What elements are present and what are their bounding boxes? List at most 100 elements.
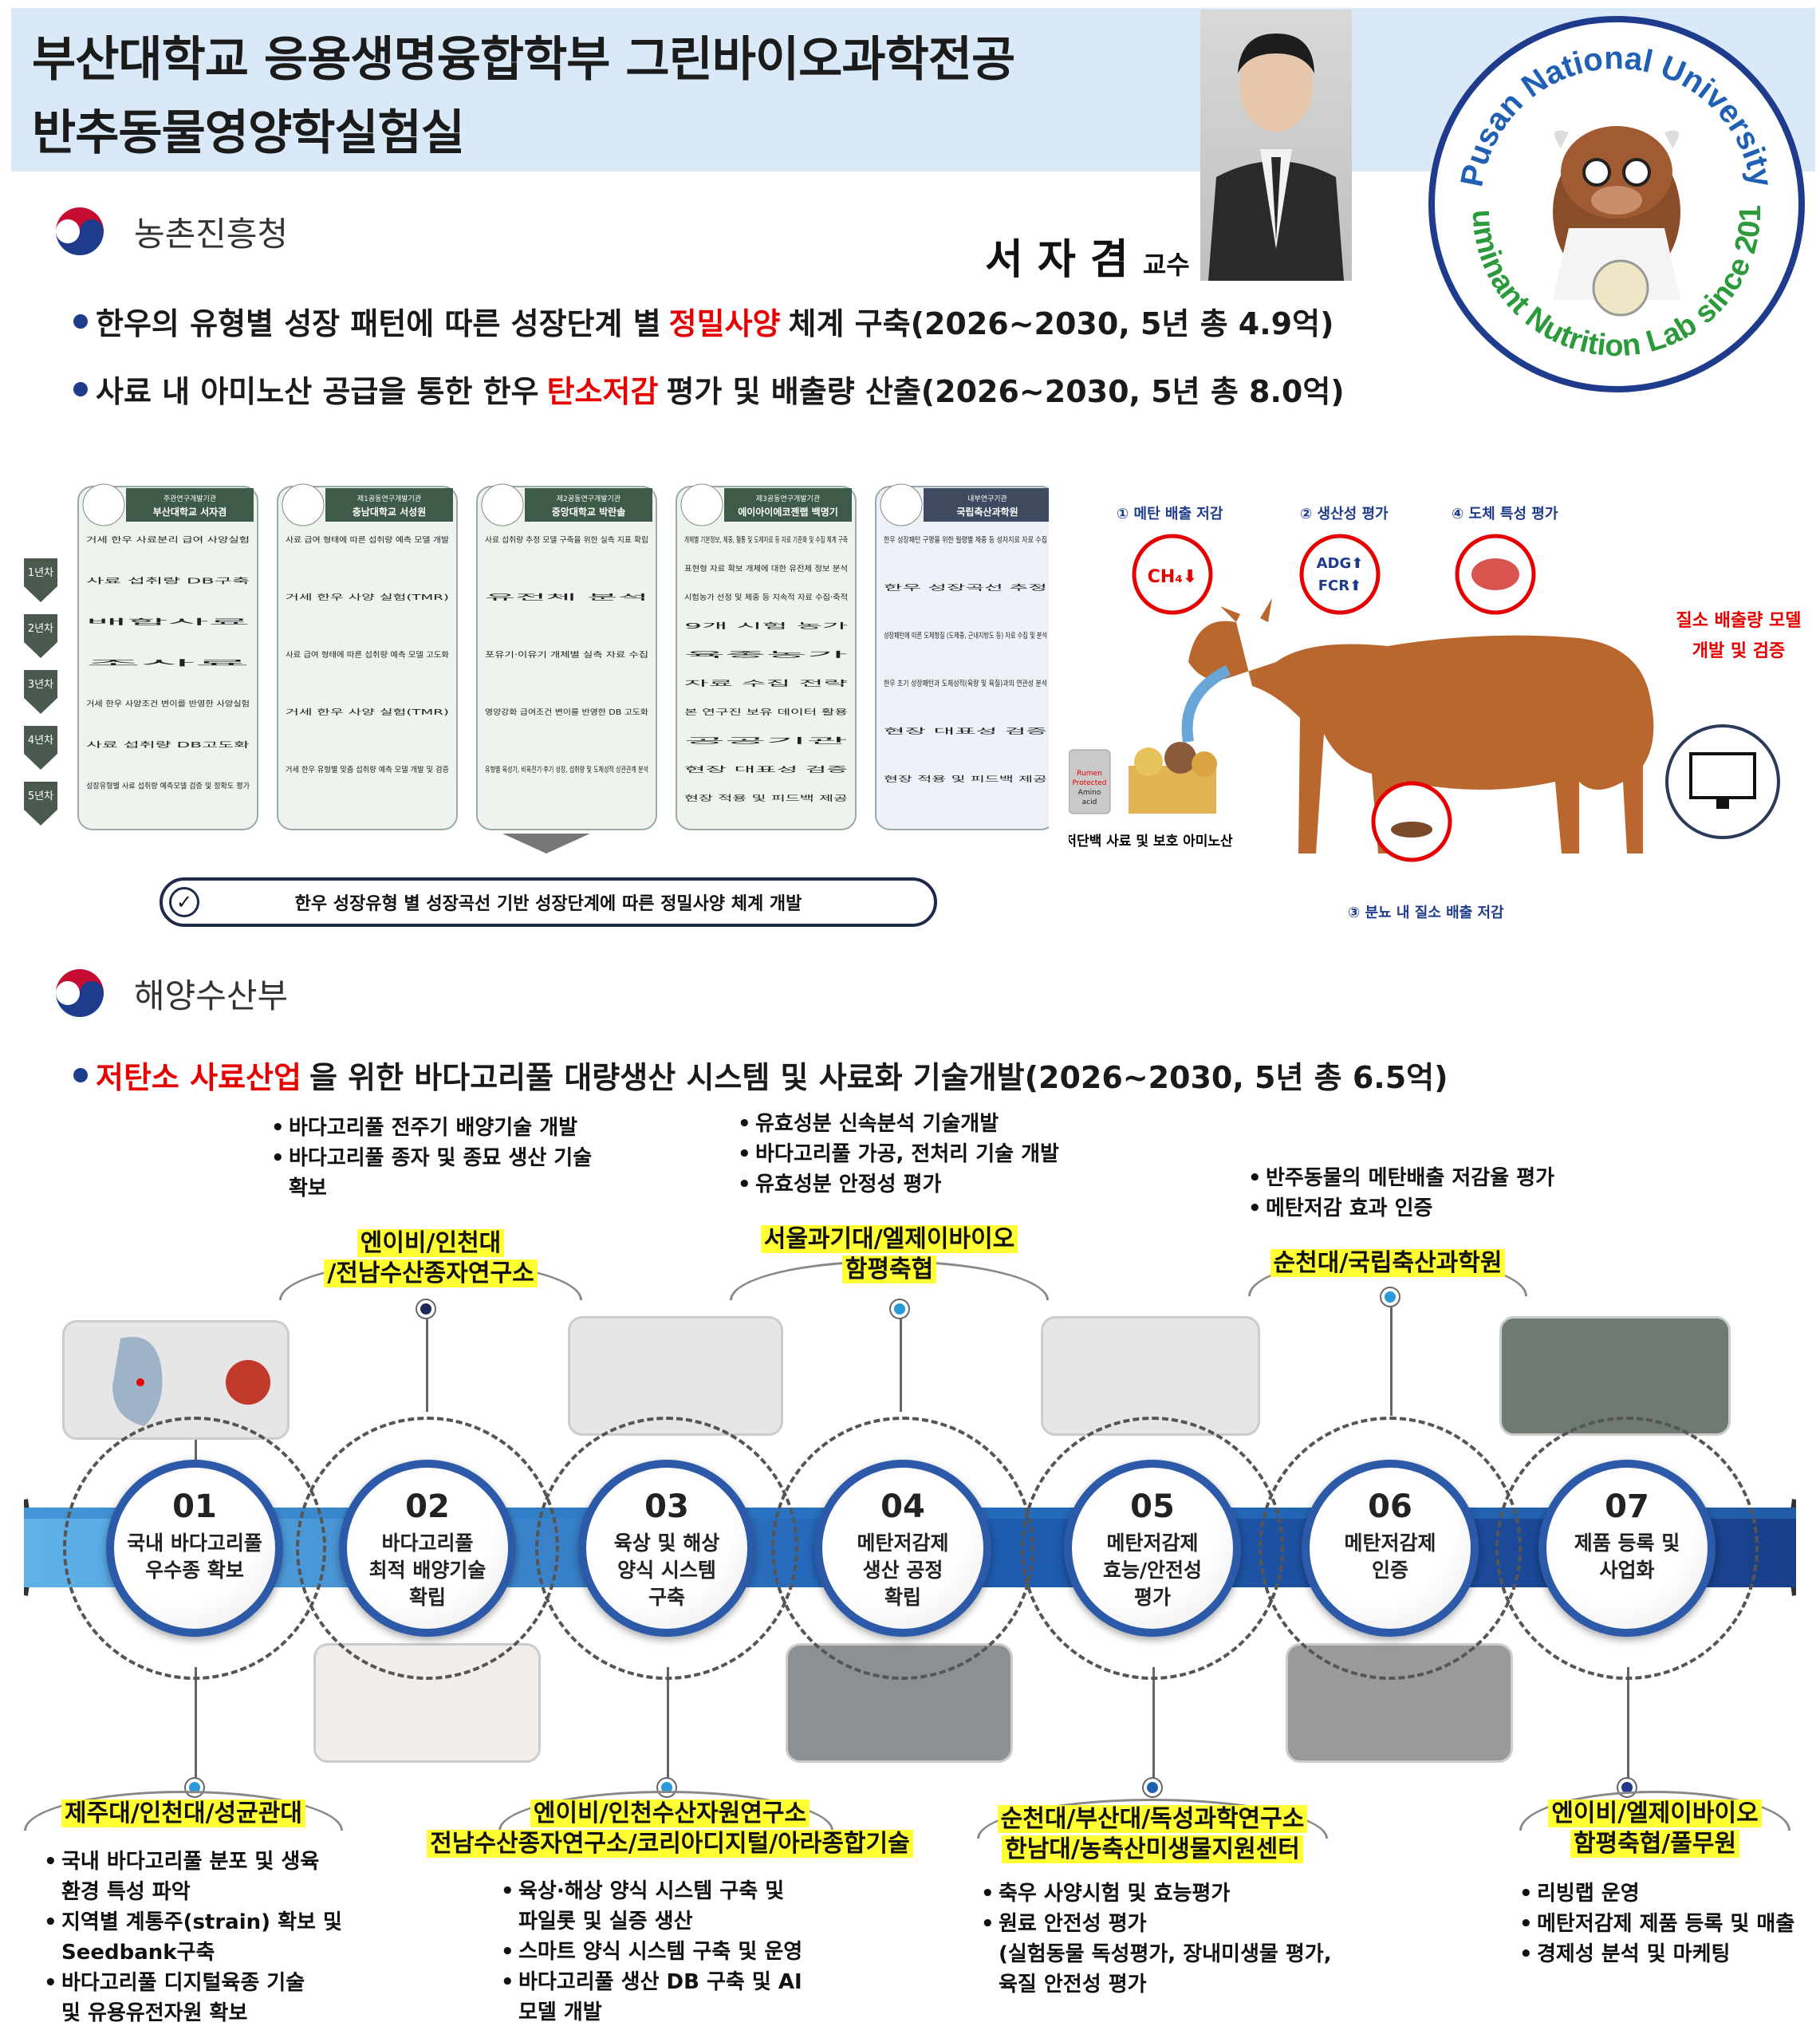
bullet-highlight: 탄소저감 [546, 374, 659, 409]
column-item: 표현형 자료 확보 개체에 대한 유전체 정보 분석 [684, 564, 848, 574]
column-item: 한우 성장곡선 추정 [884, 584, 1047, 593]
column-item: 성장패턴에 따른 도체형질 (도체중, 근내지방도 등) 자료 수집 및 분석 [884, 631, 1047, 641]
column-item: 유전체 분석 [485, 593, 648, 602]
column-item: 사료 급여 형태에 따른 섭취량 예측 모델 개발 [286, 535, 449, 545]
certification-image [1286, 1643, 1513, 1763]
svg-text:Protected: Protected [1072, 779, 1106, 787]
feed-icon: Rumen Protected Amino acid [1068, 742, 1217, 814]
step-label: 생산 공정 [862, 1559, 943, 1582]
column-item: 개체별 기본정보, 체중, 혈통 및 도체자료 등 자료 기준화 및 수집 체계… [684, 535, 848, 545]
bottom-note-1-orgs: 제주대/인천대/성균관대 [24, 1799, 343, 1829]
cow-label-carcass: ④ 도체 특성 평가 [1452, 506, 1558, 522]
bottom-note-3-items: 축우 사양시험 및 효능평가 원료 안전성 평가 (실험동물 독성평가, 장내미… [981, 1878, 1332, 2000]
column-item: 공공기관 [684, 737, 849, 746]
agency-mof: 해양수산부 [40, 953, 288, 1033]
institution-logo-icon [82, 483, 125, 526]
productivity-marker-icon: ADG⬆ FCR⬆ [1299, 534, 1381, 615]
column-item: 조사료 [86, 659, 251, 668]
column-item: 거세 한우 사양조건 변이를 반영한 사양실험 [86, 700, 250, 709]
column-org: 국립축산과학원 [956, 506, 1018, 518]
bullet-text: 한우의 유형별 성장 패턴에 따른 성장단계 별 [96, 306, 661, 341]
pin-icon [186, 1779, 203, 1796]
step-label: 메탄저감제 [857, 1531, 949, 1555]
taegeuk-icon [56, 969, 104, 1017]
bottom-note-2-orgs: 엔이비/인천수산자원연구소 전남수산종자연구소/코리아디지털/아라종합기술 [383, 1799, 957, 1859]
column-role: 내부연구기관 [967, 495, 1007, 503]
diagram-footer: ✓ 한우 성장유형 별 성장곡선 기반 성장단계에 따른 정밀사양 체계 개발 [160, 877, 937, 927]
ch4-text: CH₄⬇ [1148, 567, 1198, 587]
column-item: 사료 급여 형태에 따른 섭취량 예측 모델 고도화 [286, 650, 449, 660]
connector [1390, 1296, 1393, 1416]
bullet-dot-icon [73, 313, 88, 329]
bottom-note-4-orgs: 엔이비/엘제이바이오 함평축협/풀무원 [1495, 1799, 1814, 1859]
bullet-highlight: 정밀사양 [668, 306, 781, 341]
column-item: 포유기·이유기 개체별 실측 자료 수집 [485, 650, 648, 660]
year-label: 1년차 [28, 567, 53, 579]
top-note-2-items: 유효성분 신속분석 기술개발 바다고리풀 가공, 전처리 기술 개발 유효성분 … [738, 1109, 1059, 1200]
column-item: 사료 섭취량 DB구축 [86, 576, 250, 585]
top-note-2-orgs: 서울과기대/엘제이바이오 함평축협 [730, 1224, 1049, 1285]
step-number: 01 [172, 1488, 217, 1525]
bottom-note-2-items: 육상·해상 양식 시스템 구축 및 파일롯 및 실증 생산 스마트 양식 시스템… [501, 1876, 802, 2028]
step-label: 인증 [1371, 1559, 1408, 1582]
evaluation-image [1041, 1316, 1260, 1436]
step-label: 사업화 [1599, 1559, 1655, 1582]
pin-icon [891, 1300, 908, 1318]
step-number: 04 [880, 1488, 925, 1525]
column-item: 유형별 육성기, 비육전기·후기 성장, 섭취량 및 도체성적 상관관계 분석 [485, 765, 648, 775]
bullet-text: 사료 내 아미노산 공급을 통한 한우 [96, 374, 539, 409]
professor-name-block: 서 자 겸 교수 [985, 226, 1190, 286]
column-item: 본 연구진 보유 데이터 활용 [684, 708, 848, 717]
step-label: 최적 배양기술 [368, 1559, 487, 1582]
adg-text: ADG⬆ [1317, 555, 1364, 572]
step-number: 02 [405, 1488, 450, 1525]
professor-title: 교수 [1142, 250, 1190, 280]
check-icon: ✓ [169, 887, 199, 917]
column-item: 육종농가 [684, 651, 849, 660]
column-item: 한우 초기 성장패턴과 도체성적(육량 및 육질)과의 연관성 분석 [884, 679, 1047, 688]
cow-label-productivity: ② 생산성 평가 [1300, 506, 1389, 522]
step-label: 확립 [408, 1586, 446, 1609]
ch4-marker-icon: CH₄⬇ [1132, 534, 1213, 615]
diagram-footer-text: 한우 성장유형 별 성장곡선 기반 성장단계에 따른 정밀사양 체계 개발 [294, 894, 802, 914]
column-item: 거세 한우 사양 실험(TMR) [286, 593, 449, 602]
step-label: 확립 [884, 1586, 921, 1609]
svg-text:acid: acid [1082, 798, 1097, 806]
pin-icon [1618, 1779, 1636, 1796]
bottom-note-3-orgs: 순천대/부산대/독성과학연구소 한남대/농축산미생물지원센터 [953, 1804, 1352, 1865]
step-label: 메탄저감제 [1344, 1531, 1436, 1555]
pin-icon [658, 1779, 676, 1796]
agency-rda: 농촌진흥청 [40, 191, 288, 271]
column-org: 충남대학교 서성원 [353, 506, 427, 518]
agency-mof-name: 해양수산부 [134, 976, 289, 1015]
column-item: 자료 수집 전략 [684, 679, 849, 688]
top-note-3-items: 반주동물의 메탄배출 저감율 평가 메탄저감 효과 인증 [1248, 1163, 1554, 1224]
cow-figure: ① 메탄 배출 저감 ② 생산성 평가 ④ 도체 특성 평가 ③ 분뇨 내 질소… [1064, 479, 1802, 925]
institution-logo-icon [880, 483, 923, 526]
column-org: 에이아이에코젠랩 백명기 [738, 506, 838, 518]
monitor-icon [1665, 724, 1780, 839]
rda-bullet-1: 한우의 유형별 성장 패턴에 따른 성장단계 별 정밀사양 체계 구축(2026… [73, 299, 1333, 343]
connector [667, 1667, 669, 1787]
svg-text:Rumen: Rumen [1077, 770, 1102, 778]
column-item: 배합사료 [86, 618, 250, 627]
top-note-3-orgs: 순천대/국립축산과학원 [1248, 1248, 1527, 1279]
pin-icon [1381, 1288, 1399, 1306]
manure-marker-icon [1371, 781, 1452, 862]
column-item: 시험농가 선정 및 체중 등 지속적 자료 수집·축적 [684, 593, 848, 602]
bullet-dot-icon [73, 1067, 88, 1082]
top-note-1-items: 바다고리풀 전주기 배양기술 개발 바다고리풀 종자 및 종묘 생산 기술 확보 [271, 1113, 592, 1204]
connector [195, 1667, 197, 1787]
lab-name: 반추동물영양학실험실 [32, 105, 465, 161]
meat-marker-icon [1455, 534, 1536, 615]
column-item: 현장 적용 및 피드백 제공 [684, 794, 849, 803]
step-number: 03 [644, 1488, 689, 1525]
